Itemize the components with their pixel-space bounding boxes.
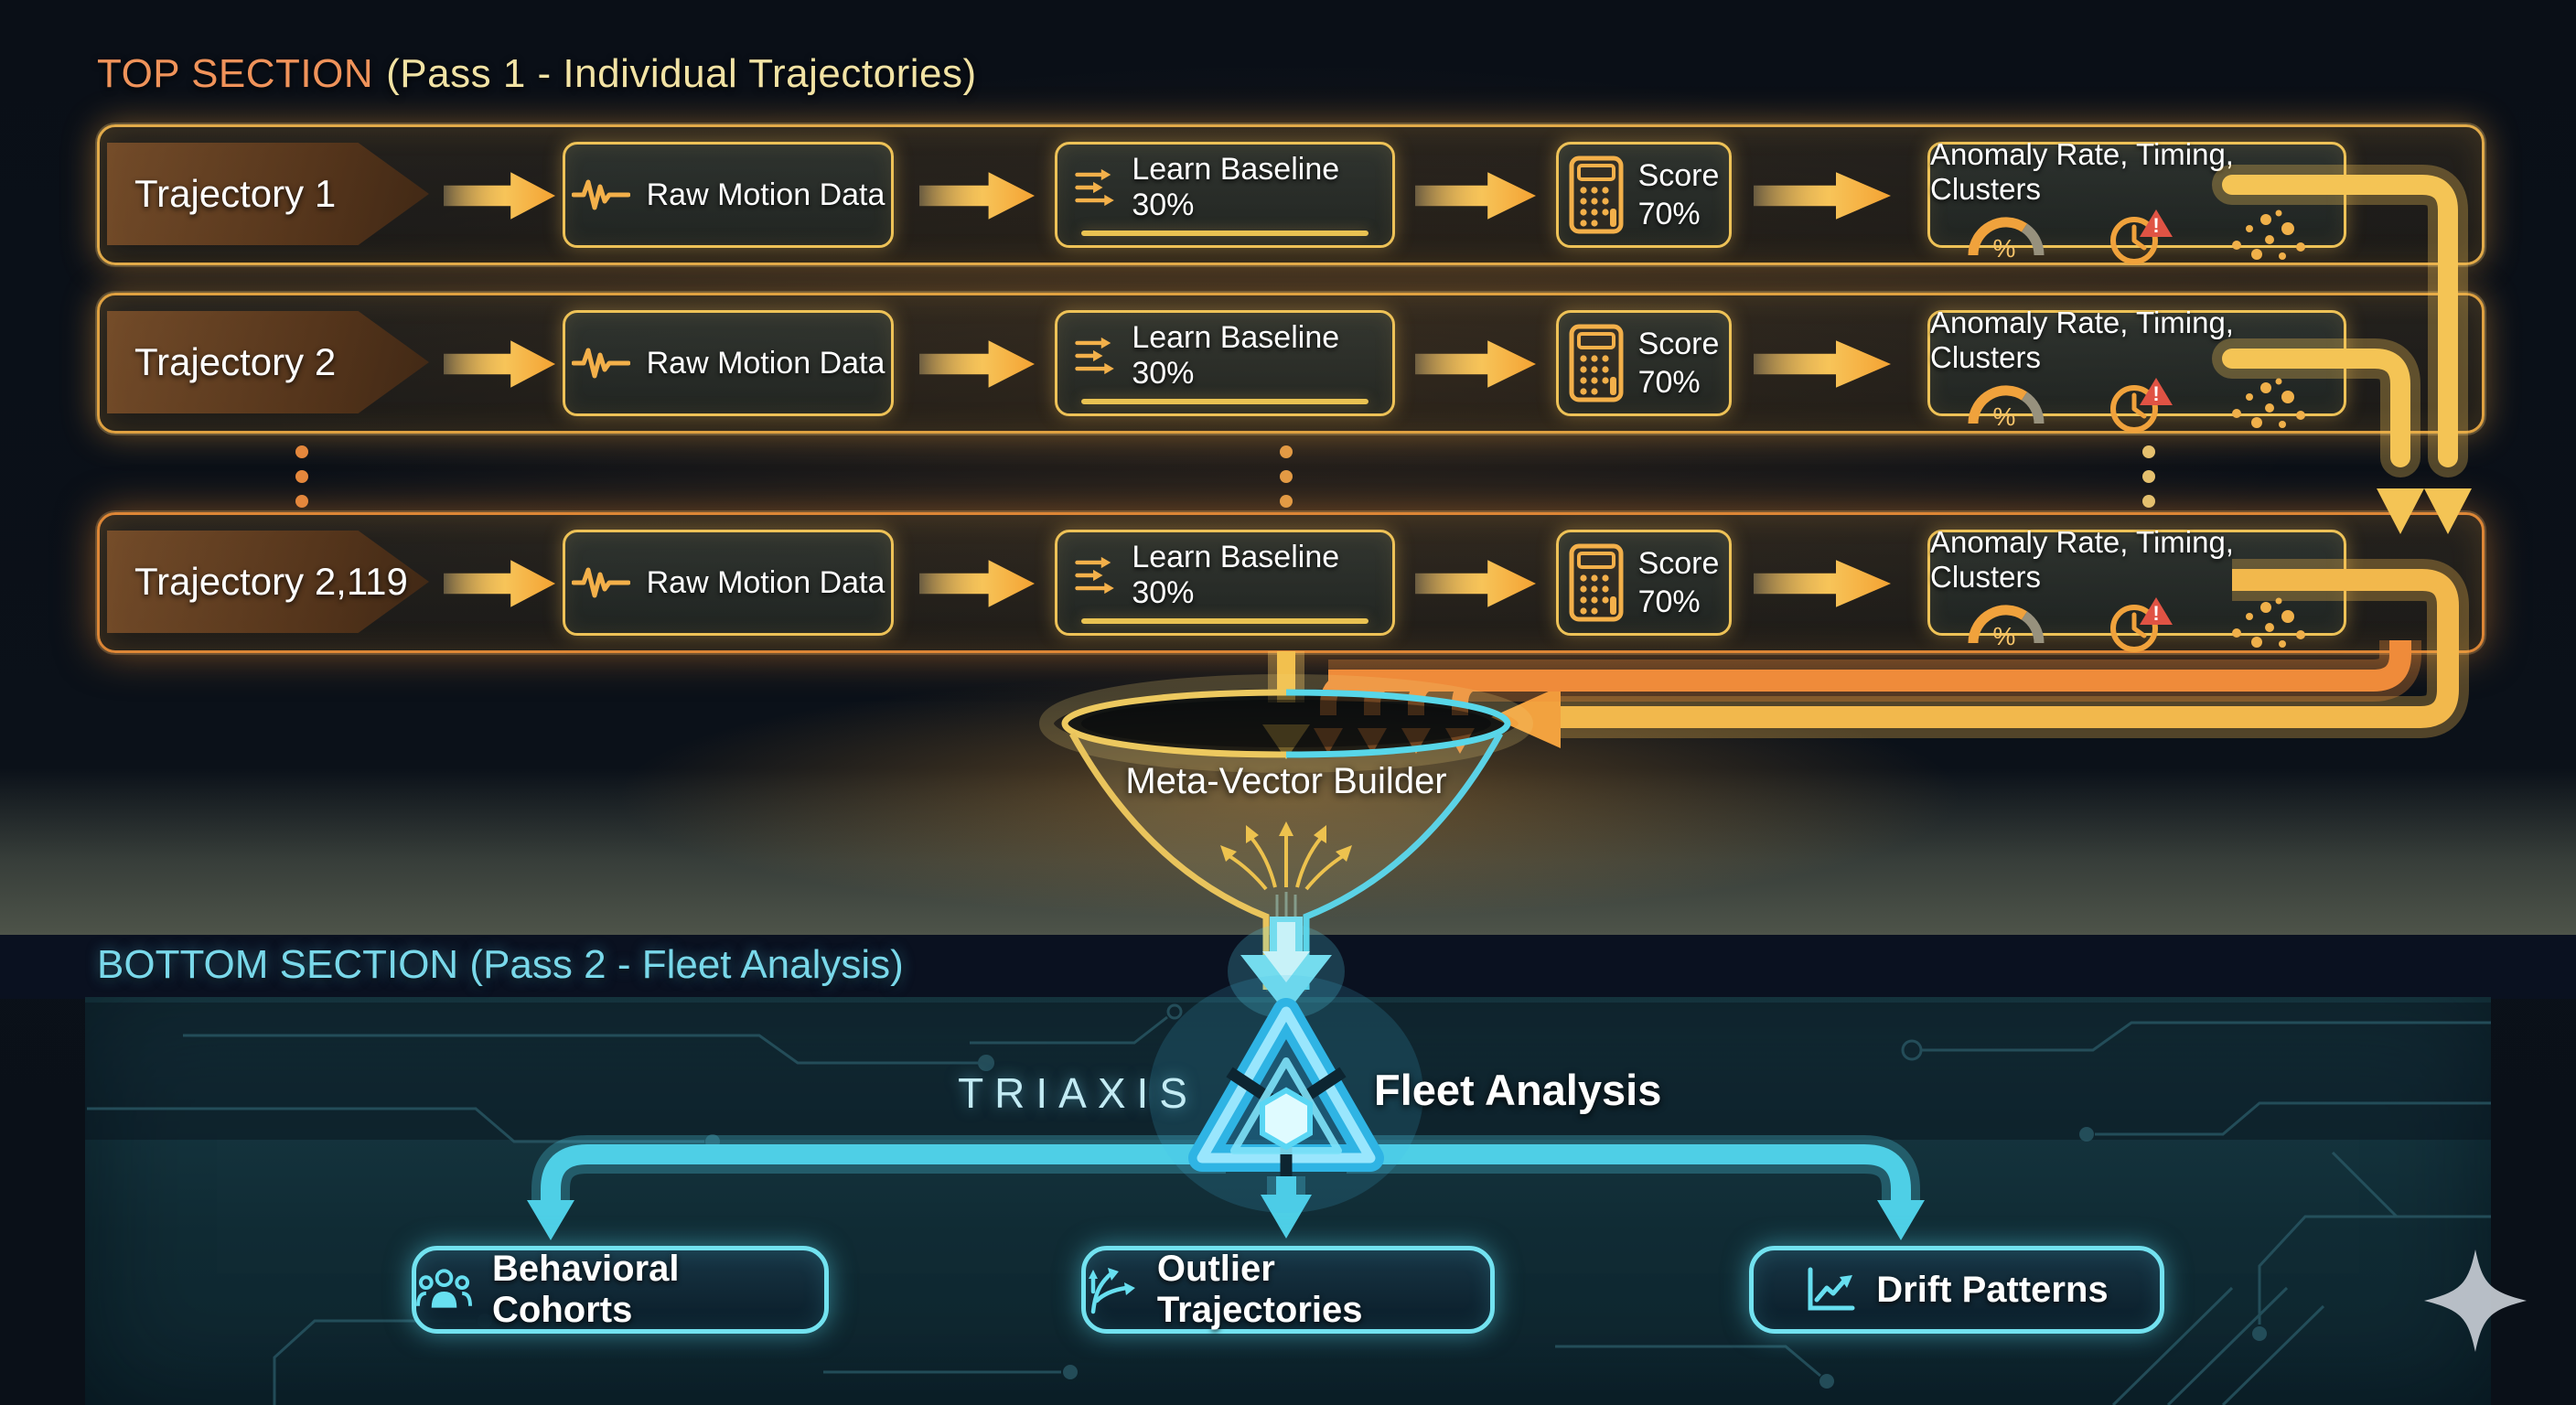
anomaly-stage: Anomaly Rate, Timing, Clusters % ! [1927, 525, 2346, 652]
flow-arrow-icon [444, 560, 555, 607]
svg-text:!: ! [2152, 602, 2159, 625]
score-value: 70% [1637, 365, 1701, 400]
calculator-icon [1569, 543, 1624, 622]
score-value: 70% [1637, 197, 1701, 231]
bottom-panel [85, 997, 2491, 1405]
baseline-progress-bar [1081, 618, 1368, 624]
clock-alert-icon: ! [2110, 209, 2173, 264]
behavioral-cohorts-button[interactable]: Behavioral Cohorts [412, 1246, 829, 1334]
svg-text:%: % [1993, 402, 2016, 429]
flow-arrow-icon [444, 340, 555, 388]
trajectory-label: Trajectory 2 [134, 340, 337, 383]
trend-chart-icon [1808, 1267, 1855, 1311]
raw-motion-stage: Raw Motion Data [563, 142, 894, 248]
learn-baseline-stage: Learn Baseline 30% [1055, 142, 1395, 248]
raw-motion-stage: Raw Motion Data [563, 310, 894, 416]
gauge-percent-icon: % [1968, 385, 2045, 429]
score-label: Score [1637, 546, 1720, 581]
trajectory-label-chevron: Trajectory 2,119 [107, 531, 429, 633]
cluster-dots-icon [2232, 209, 2305, 260]
flow-arrow-icon [1754, 172, 1891, 220]
score-stage: Score 70% [1556, 142, 1732, 248]
flow-arrow-icon [1415, 340, 1536, 388]
flow-arrow-icon [444, 172, 555, 220]
cluster-dots-icon [2232, 378, 2305, 428]
trajectory-row: Trajectory 2 Raw Motion Data [97, 293, 2485, 434]
raw-motion-label: Raw Motion Data [646, 177, 886, 212]
funnel-label: Meta-Vector Builder [1125, 761, 1447, 801]
top-section-title: TOP SECTION (Pass 1 - Individual Trajecto… [97, 51, 977, 97]
flow-arrow-icon [919, 340, 1035, 388]
bottom-section-title: BOTTOM SECTION (Pass 2 - Fleet Analysis) [97, 942, 904, 987]
calculator-icon [1569, 156, 1624, 234]
clock-alert-icon: ! [2110, 378, 2173, 433]
trajectory-row: Trajectory 1 Raw Motion Data [97, 124, 2485, 265]
score-stage: Score 70% [1556, 310, 1732, 416]
svg-text:%: % [1993, 234, 2016, 261]
output-label: Drift Patterns [1876, 1269, 2109, 1310]
cluster-dots-icon [2232, 597, 2305, 648]
svg-text:%: % [1993, 622, 2016, 649]
learn-baseline-stage: Learn Baseline 30% [1055, 530, 1395, 636]
center-feed-arrow [1262, 651, 1310, 759]
learn-baseline-label: Learn Baseline 30% [1132, 320, 1340, 391]
output-label: Behavioral Cohorts [492, 1249, 680, 1330]
calculator-icon [1569, 324, 1624, 402]
svg-text:!: ! [2152, 382, 2159, 405]
raw-motion-label: Raw Motion Data [646, 345, 886, 381]
anomaly-label: Anomaly Rate, Timing, Clusters [1930, 137, 2234, 206]
trajectory-label: Trajectory 2,119 [134, 560, 408, 603]
score-label: Score [1637, 327, 1720, 361]
outlier-trajectories-button[interactable]: Outlier Trajectories [1081, 1246, 1495, 1334]
score-label: Score [1637, 158, 1720, 193]
waveform-icon [571, 348, 630, 379]
merged-orange-pipe [1314, 640, 2421, 754]
sliders-icon [1075, 168, 1114, 207]
raw-motion-stage: Raw Motion Data [563, 530, 894, 636]
people-group-icon [416, 1269, 472, 1308]
branching-arrows-icon [1088, 1268, 1135, 1314]
baseline-progress-bar [1081, 231, 1368, 236]
gauge-percent-icon: % [1968, 605, 2045, 649]
output-label: Outlier Trajectories [1156, 1249, 1363, 1330]
funnel [1039, 674, 1533, 992]
flow-arrow-icon [1415, 172, 1536, 220]
flow-arrow-icon [1415, 560, 1536, 607]
waveform-icon [571, 179, 630, 210]
anomaly-stage: Anomaly Rate, Timing, Clusters % ! [1927, 306, 2346, 433]
sliders-icon [1075, 556, 1114, 595]
flow-arrow-icon [919, 172, 1035, 220]
learn-baseline-stage: Learn Baseline 30% [1055, 310, 1395, 416]
flow-arrow-icon [919, 560, 1035, 607]
raw-motion-label: Raw Motion Data [646, 564, 886, 600]
drift-patterns-button[interactable]: Drift Patterns [1749, 1246, 2164, 1334]
flow-arrow-icon [1754, 340, 1891, 388]
flow-arrow-icon [1754, 560, 1891, 607]
gauge-percent-icon: % [1968, 217, 2045, 261]
top-title-sub: (Pass 1 - Individual Trajectories) [386, 51, 977, 96]
ellipsis-dots [295, 445, 2155, 508]
fan-arrows-icon [1228, 834, 1345, 975]
fan-arrowheads [1220, 821, 1352, 862]
logo-band [85, 1003, 2491, 1140]
baseline-progress-bar [1081, 399, 1368, 404]
clock-alert-icon: ! [2110, 597, 2173, 652]
sliders-icon [1075, 337, 1114, 375]
trajectory-label-chevron: Trajectory 1 [107, 143, 429, 245]
anomaly-label: Anomaly Rate, Timing, Clusters [1930, 525, 2234, 594]
svg-text:!: ! [2152, 214, 2159, 237]
score-stage: Score 70% [1556, 530, 1732, 636]
brand-text: TRIAXIS [958, 1069, 1198, 1117]
anomaly-label: Anomaly Rate, Timing, Clusters [1930, 306, 2234, 374]
anomaly-stage: Anomaly Rate, Timing, Clusters % ! [1927, 137, 2346, 264]
trajectory-label-chevron: Trajectory 2 [107, 311, 429, 413]
brand-caption: Fleet Analysis [1374, 1066, 1662, 1114]
score-value: 70% [1637, 585, 1701, 619]
learn-baseline-label: Learn Baseline 30% [1132, 540, 1340, 610]
top-title-main: TOP SECTION [97, 51, 374, 96]
waveform-icon [571, 567, 630, 598]
trajectory-label: Trajectory 1 [134, 172, 337, 215]
learn-baseline-label: Learn Baseline 30% [1132, 152, 1340, 222]
trajectory-row: Trajectory 2,119 Raw Motion Data [97, 512, 2485, 653]
